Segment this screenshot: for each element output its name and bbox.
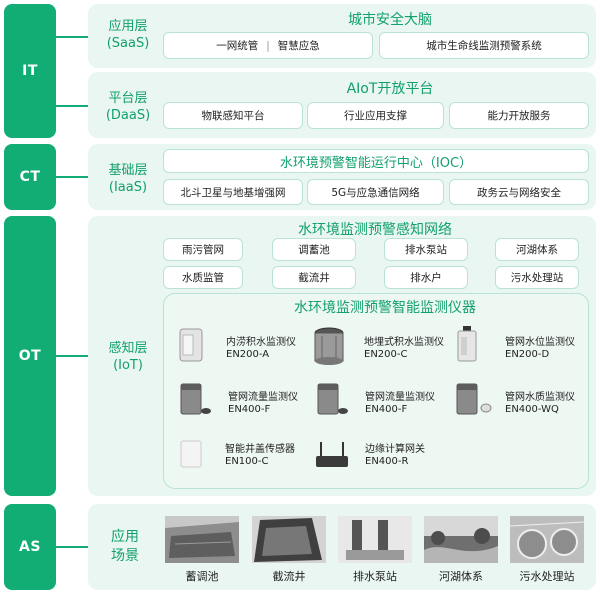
saas-label: 应用层 (SaaS) bbox=[92, 18, 164, 52]
device-model: EN400-WQ bbox=[505, 404, 575, 416]
iaas-title: 水环境预警智能运行中心（IOC） bbox=[280, 152, 472, 171]
device-model: EN100-C bbox=[225, 456, 295, 468]
device-model: EN400-F bbox=[228, 404, 298, 416]
device-name: 管网流量监测仪 bbox=[228, 392, 298, 404]
saas-label-sub: (SaaS) bbox=[92, 35, 164, 52]
saas-box-unified: 一网统管 | 智慧应急 bbox=[163, 32, 373, 59]
iot-network-title: 水环境监测预警感知网络 bbox=[270, 219, 480, 239]
device-item: 管网水位监测仪 EN200-D bbox=[505, 337, 575, 361]
device-name: 管网流量监测仪 bbox=[365, 392, 435, 404]
daas-box: 物联感知平台 bbox=[163, 102, 303, 129]
scene-caption: 污水处理站 bbox=[507, 568, 587, 584]
daas-label-sub: (DaaS) bbox=[92, 107, 164, 124]
connector bbox=[56, 36, 88, 38]
pipe-flow-monitor-icon bbox=[313, 381, 349, 417]
iaas-label-sub: (IaaS) bbox=[92, 179, 164, 196]
device-item: 内涝积水监测仪 EN200-A bbox=[226, 337, 296, 361]
layer-tab-as: AS bbox=[4, 504, 56, 590]
network-box: 排水泵站 bbox=[384, 238, 468, 261]
layer-label: AS bbox=[19, 539, 41, 555]
iot-label: 感知层 (IoT) bbox=[92, 340, 164, 374]
device-item: 地埋式积水监测仪 EN200-C bbox=[364, 337, 444, 361]
network-box: 调蓄池 bbox=[272, 238, 356, 261]
scene-caption: 河湖体系 bbox=[421, 568, 501, 584]
daas-label-text: 平台层 bbox=[92, 90, 164, 107]
instruments-title: 水环境监测预警智能监测仪器 bbox=[270, 297, 500, 317]
connector bbox=[56, 546, 88, 548]
interception-well-photo bbox=[252, 516, 326, 563]
device-item: 管网水质监测仪 EN400-WQ bbox=[505, 392, 575, 416]
saas-box-text: 城市生命线监测预警系统 bbox=[426, 38, 542, 53]
device-name: 智能井盖传感器 bbox=[225, 444, 295, 456]
device-item: 管网流量监测仪 EN400-F bbox=[365, 392, 435, 416]
scene-caption: 排水泵站 bbox=[335, 568, 415, 584]
device-model: EN200-A bbox=[226, 349, 296, 361]
scenes-label-text: 应用 bbox=[100, 528, 150, 547]
network-box: 水质监管 bbox=[163, 266, 243, 289]
pipe-flow-monitor-icon bbox=[176, 381, 212, 417]
scenes-label: 应用 场景 bbox=[100, 528, 150, 566]
saas-box-lifeline: 城市生命线监测预警系统 bbox=[379, 32, 589, 59]
pipe-level-monitor-icon bbox=[454, 325, 480, 365]
connector bbox=[56, 105, 88, 107]
iaas-title-box: 水环境预警智能运行中心（IOC） bbox=[163, 149, 589, 173]
storage-tank-photo bbox=[165, 516, 239, 563]
device-item: 智能井盖传感器 EN100-C bbox=[225, 444, 295, 468]
iot-label-text: 感知层 bbox=[92, 340, 164, 357]
scenes-label-text: 场景 bbox=[100, 547, 150, 566]
layer-label: OT bbox=[19, 348, 41, 364]
buried-monitor-icon bbox=[312, 326, 346, 366]
daas-title: AIoT开放平台 bbox=[300, 78, 480, 98]
layer-label: CT bbox=[20, 169, 41, 185]
layer-tab-it: IT bbox=[4, 4, 56, 138]
device-model: EN400-F bbox=[365, 404, 435, 416]
iaas-box: 5G与应急通信网络 bbox=[307, 179, 444, 205]
connector bbox=[56, 355, 88, 357]
saas-label-text: 应用层 bbox=[92, 18, 164, 35]
daas-box: 能力开放服务 bbox=[449, 102, 589, 129]
saas-box-text: 一网统管 bbox=[216, 38, 258, 53]
river-lake-photo bbox=[424, 516, 498, 563]
scene-caption: 蓄调池 bbox=[162, 568, 242, 584]
pump-station-photo bbox=[338, 516, 412, 563]
pipe-water-quality-monitor-icon bbox=[452, 381, 492, 417]
saas-box-text: 智慧应急 bbox=[278, 38, 320, 53]
network-box: 雨污管网 bbox=[163, 238, 243, 261]
iaas-label-text: 基础层 bbox=[92, 162, 164, 179]
daas-label: 平台层 (DaaS) bbox=[92, 90, 164, 124]
iot-label-sub: (IoT) bbox=[92, 357, 164, 374]
network-box: 排水户 bbox=[384, 266, 468, 289]
water-logging-monitor-icon bbox=[177, 327, 205, 363]
layer-label: IT bbox=[22, 63, 38, 79]
device-name: 内涝积水监测仪 bbox=[226, 337, 296, 349]
edge-gateway-icon bbox=[314, 440, 350, 470]
device-model: EN200-C bbox=[364, 349, 444, 361]
device-name: 管网水质监测仪 bbox=[505, 392, 575, 404]
device-model: EN400-R bbox=[365, 456, 425, 468]
layer-tab-ct: CT bbox=[4, 144, 56, 210]
device-name: 边缘计算网关 bbox=[365, 444, 425, 456]
device-name: 地埋式积水监测仪 bbox=[364, 337, 444, 349]
manhole-cover-sensor-icon bbox=[179, 439, 203, 469]
scene-caption: 截流井 bbox=[249, 568, 329, 584]
network-box: 污水处理站 bbox=[495, 266, 579, 289]
sewage-plant-photo bbox=[510, 516, 584, 563]
iaas-label: 基础层 (IaaS) bbox=[92, 162, 164, 196]
network-box: 截流井 bbox=[272, 266, 356, 289]
saas-title: 城市安全大脑 bbox=[300, 9, 480, 29]
device-item: 管网流量监测仪 EN400-F bbox=[228, 392, 298, 416]
network-box: 河湖体系 bbox=[495, 238, 579, 261]
connector bbox=[56, 176, 88, 178]
daas-box: 行业应用支撑 bbox=[307, 102, 444, 129]
iaas-box: 政务云与网络安全 bbox=[449, 179, 589, 205]
device-item: 边缘计算网关 EN400-R bbox=[365, 444, 425, 468]
device-model: EN200-D bbox=[505, 349, 575, 361]
device-name: 管网水位监测仪 bbox=[505, 337, 575, 349]
iaas-box: 北斗卫星与地基增强网 bbox=[163, 179, 303, 205]
layer-tab-ot: OT bbox=[4, 216, 56, 496]
